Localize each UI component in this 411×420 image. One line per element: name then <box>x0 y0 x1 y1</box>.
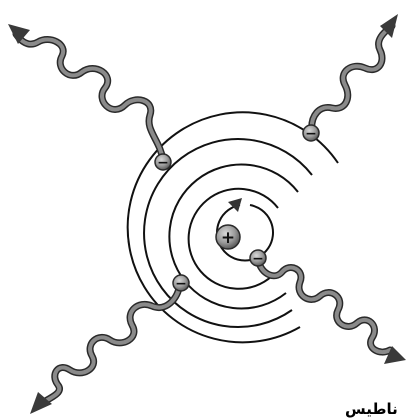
orbit-direction-arrow <box>228 198 242 212</box>
nucleus-symbol: + <box>221 228 235 248</box>
svg-text:−: − <box>157 155 169 171</box>
svg-text:−: − <box>252 251 264 267</box>
electron-upper-right: − <box>303 125 319 142</box>
nucleus: + <box>216 225 240 249</box>
wave-group <box>16 26 392 404</box>
wave-upper-left <box>16 34 163 160</box>
caption-text: ناطيس <box>345 400 411 418</box>
electron-upper-left: − <box>155 154 171 171</box>
wave-lower-left <box>40 283 180 404</box>
svg-text:−: − <box>305 126 317 142</box>
electron-lower-left: − <box>173 275 189 292</box>
svg-text:−: − <box>175 276 187 292</box>
electron-lower-right: − <box>250 250 266 267</box>
